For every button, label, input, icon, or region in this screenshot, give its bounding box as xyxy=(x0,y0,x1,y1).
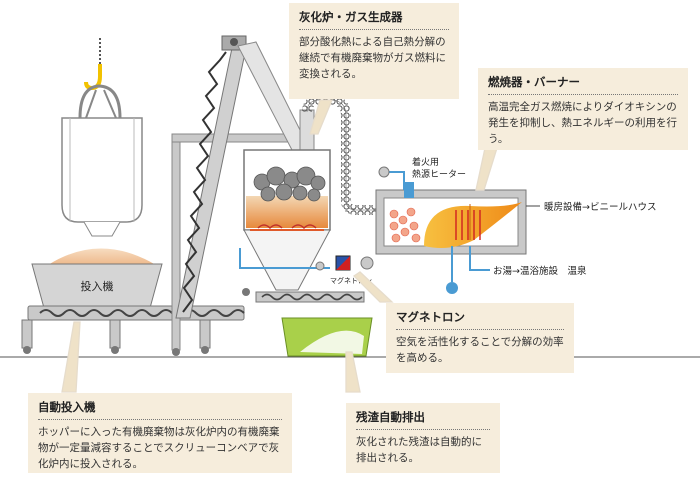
callout-residue-text: 灰化された残渣は自動的に排出される。 xyxy=(356,436,482,464)
residue-screw xyxy=(239,248,365,303)
crane-hook xyxy=(84,38,102,91)
heater-label-line1: 着火用 xyxy=(412,156,439,168)
callout-burner: 燃焼器・バーナー 高温完全ガス燃焼によりダイオキシンの発生を抑制し、熱エネルギー… xyxy=(478,68,688,150)
gasifier-furnace xyxy=(242,149,331,296)
callout-magnetron-text: 空気を活性化することで分解の効率を高める。 xyxy=(396,336,564,364)
feeder-machine xyxy=(21,263,245,354)
callout-gasifier-title: 灰化炉・ガス生成器 xyxy=(299,10,449,30)
callout-burner-title: 燃焼器・バーナー xyxy=(488,75,678,95)
waste-pile xyxy=(48,248,156,265)
magnetron-unit xyxy=(315,255,374,271)
callout-feeder-title: 自動投入機 xyxy=(38,400,282,420)
callout-gasifier-text: 部分酸化熱による自己熱分解の継続で有機廃棄物がガス燃料に変換される。 xyxy=(299,36,446,80)
callout-magnetron: マグネトロン 空気を活性化することで分解の効率を高める。 xyxy=(386,303,574,373)
callout-feeder-text: ホッパーに入った有機廃棄物は灰化炉内の有機廃棄物が一定量減容することでスクリュー… xyxy=(38,426,280,470)
callout-residue: 残渣自動排出 灰化された残渣は自動的に排出される。 xyxy=(346,403,500,473)
callout-feeder: 自動投入機 ホッパーに入った有機廃棄物は灰化炉内の有機廃棄物が一定量減容すること… xyxy=(28,393,292,473)
hopper-label: 投入機 xyxy=(81,279,114,293)
callout-burner-text: 高温完全ガス燃焼によりダイオキシンの発生を抑制し、熱エネルギーの利用を行う。 xyxy=(488,101,677,145)
combustor-burner xyxy=(375,166,540,294)
screw-conveyor xyxy=(175,35,247,319)
leader-lines xyxy=(61,99,498,393)
heating-label: 暖房設備→ビニールハウス xyxy=(544,201,656,213)
callout-residue-title: 残渣自動排出 xyxy=(356,410,490,430)
hot-water-label: お湯→温浴施設 温泉 xyxy=(493,265,587,277)
callout-gasifier: 灰化炉・ガス生成器 部分酸化熱による自己熱分解の継続で有機廃棄物がガス燃料に変換… xyxy=(289,3,459,99)
heater-label-line2: 熱源ヒーター xyxy=(412,168,466,180)
callout-magnetron-title: マグネトロン xyxy=(396,310,564,330)
bulk-bag xyxy=(61,84,143,237)
magnetron-small-label: マグネトロン xyxy=(330,276,372,285)
residue-ash xyxy=(300,330,364,354)
